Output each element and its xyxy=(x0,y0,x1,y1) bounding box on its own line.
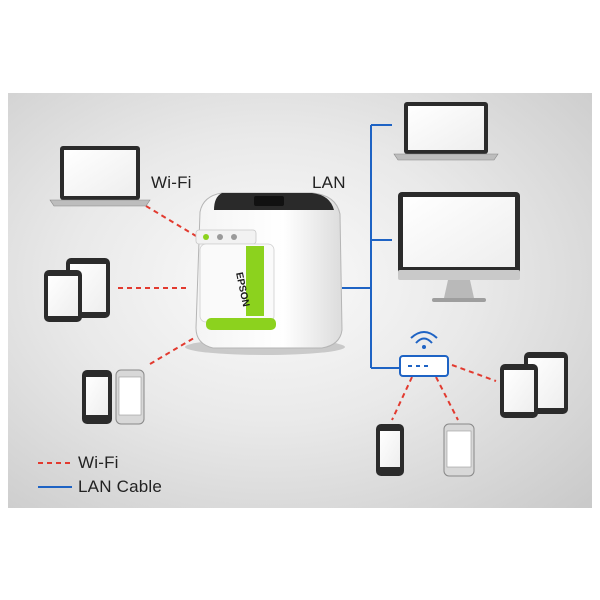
router-tablets-icon xyxy=(500,352,568,418)
router-smartphones-icon xyxy=(376,423,475,477)
wifi-link-router-phone-left xyxy=(391,376,413,421)
wifi-router-icon xyxy=(399,331,449,377)
smartphones-icon xyxy=(82,369,145,425)
legend-lan-label: LAN Cable xyxy=(78,477,163,496)
wifi-label: Wi-Fi xyxy=(151,173,192,192)
legend-wifi-label: Wi-Fi xyxy=(78,453,119,472)
wifi-link-router-tablets xyxy=(451,364,497,382)
wifi-link-phones xyxy=(149,337,195,365)
tablets-icon xyxy=(44,258,110,322)
label-printer xyxy=(185,192,345,355)
laptop-icon xyxy=(49,146,151,207)
wifi-link-router-phone-right xyxy=(435,376,459,421)
lan-connections xyxy=(342,124,400,369)
wifi-link-laptop xyxy=(145,205,197,237)
desktop-monitor-icon xyxy=(398,192,520,302)
wifi-connections xyxy=(118,205,497,421)
lan-label: LAN xyxy=(312,173,346,192)
laptop-lan-icon xyxy=(393,102,499,161)
